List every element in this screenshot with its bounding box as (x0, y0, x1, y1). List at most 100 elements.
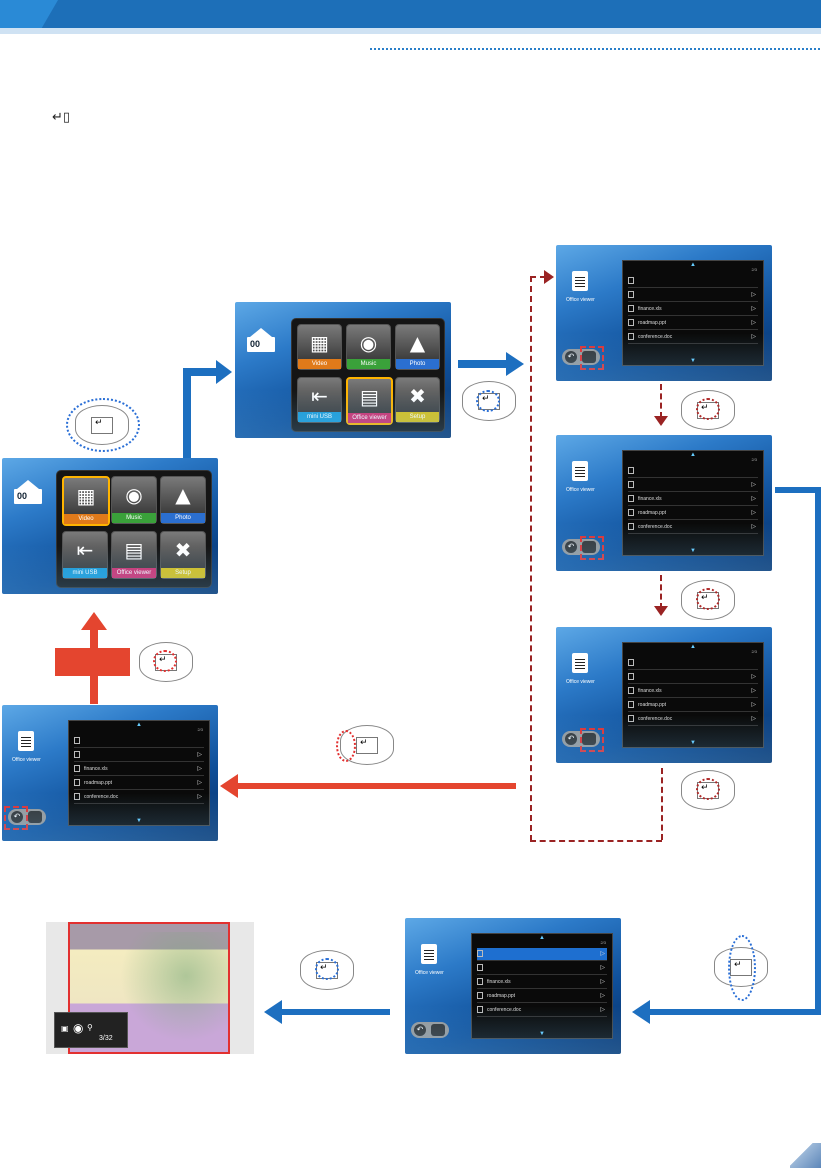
list-item[interactable]: finance.xls▷ (628, 303, 758, 316)
home-screen-office: ▦Video ◉Music ▲Photo ⇤mini USB ▤Office v… (235, 302, 451, 438)
tile-photo[interactable]: ▲Photo (395, 324, 440, 370)
list-item[interactable]: ▷ (628, 671, 758, 684)
file-name: roadmap.ppt (84, 780, 113, 786)
toolbox-icon: ✖ (409, 384, 426, 408)
list-item[interactable]: roadmap.ppt▷ (74, 777, 204, 790)
file-icon (477, 992, 483, 999)
list-item[interactable]: ▷ (477, 962, 607, 975)
list-item-folder[interactable] (74, 735, 204, 748)
list-item[interactable]: conference.doc▷ (477, 1004, 607, 1017)
tile-music[interactable]: ◉Music (111, 476, 157, 524)
tile-mini-usb[interactable]: ⇤mini USB (297, 377, 342, 423)
magnifier-icon[interactable]: ⚲ (87, 1023, 93, 1032)
file-name: finance.xls (84, 766, 108, 772)
tile-label: Office viewer (348, 413, 391, 423)
scroll-down-icon[interactable]: ▼ (136, 818, 142, 824)
list-item[interactable]: ▷ (628, 479, 758, 492)
list-item[interactable]: roadmap.ppt▷ (628, 699, 758, 712)
film-icon: ▦ (310, 331, 329, 355)
file-count: 2/3 (197, 727, 203, 732)
file-name: finance.xls (638, 688, 662, 694)
source-buttons: ↶ (411, 1022, 449, 1038)
dpad-icon[interactable]: ◉ (73, 1021, 84, 1035)
arrowhead (654, 416, 668, 426)
film-icon: ▦ (76, 484, 96, 508)
list-item[interactable]: conference.doc▷ (628, 713, 758, 726)
scroll-down-icon[interactable]: ▼ (690, 358, 696, 364)
card-source-icon[interactable] (28, 811, 42, 823)
usb-source-icon[interactable] (582, 733, 596, 745)
tile-office-viewer[interactable]: ▤Office viewer (111, 531, 157, 579)
sd-source-icon[interactable] (582, 541, 596, 553)
list-item[interactable]: finance.xls▷ (628, 493, 758, 506)
file-icon (74, 779, 80, 786)
list-item[interactable]: ▷ (74, 749, 204, 762)
highlight-ring (66, 398, 140, 452)
disc-icon: ◉ (359, 331, 378, 355)
list-item[interactable]: ▷ (628, 289, 758, 302)
list-item[interactable]: roadmap.ppt▷ (628, 317, 758, 330)
sd-source-icon[interactable] (431, 1024, 445, 1036)
card-source-icon[interactable] (582, 351, 596, 363)
zoom-icon[interactable]: ▣ (61, 1024, 69, 1033)
header-bar (0, 0, 821, 28)
file-icon (628, 305, 634, 312)
list-item[interactable]: finance.xls▷ (628, 685, 758, 698)
back-icon[interactable]: ↶ (565, 733, 577, 745)
list-item[interactable]: conference.doc▷ (628, 521, 758, 534)
scroll-up-icon[interactable]: ▲ (690, 644, 696, 650)
source-buttons: ↶ (562, 731, 600, 747)
tile-video[interactable]: ▦Video (62, 476, 110, 526)
highlight-ring (696, 398, 720, 420)
file-icon (628, 509, 634, 516)
back-icon[interactable]: ↶ (565, 541, 577, 553)
back-icon[interactable]: ↶ (414, 1024, 426, 1036)
play-icon: ▷ (600, 951, 605, 957)
list-item[interactable]: conference.doc▷ (628, 331, 758, 344)
main-menu-panel: ▦Video ◉Music ▲Photo ⇤mini USB ▤Office v… (291, 318, 445, 432)
list-item[interactable]: roadmap.ppt▷ (477, 990, 607, 1003)
scroll-down-icon[interactable]: ▼ (690, 740, 696, 746)
scroll-down-icon[interactable]: ▼ (690, 548, 696, 554)
file-list-panel: ▲ 2/3 ▷ finance.xls▷ roadmap.ppt▷ confer… (68, 720, 210, 826)
tile-setup[interactable]: ✖Setup (395, 377, 440, 423)
play-icon: ▷ (751, 496, 756, 502)
scroll-up-icon[interactable]: ▲ (690, 452, 696, 458)
file-icon (74, 751, 80, 758)
list-item[interactable]: conference.doc▷ (74, 791, 204, 804)
loop-line (530, 276, 532, 841)
list-item-folder[interactable] (628, 465, 758, 478)
page-counter: 3/32 (99, 1035, 113, 1042)
back-icon[interactable]: ↶ (11, 811, 23, 823)
tile-office-viewer[interactable]: ▤Office viewer (346, 377, 393, 425)
tile-music[interactable]: ◉Music (346, 324, 391, 370)
play-icon: ▷ (751, 320, 756, 326)
list-item-folder[interactable] (628, 275, 758, 288)
tile-setup[interactable]: ✖Setup (160, 531, 206, 579)
file-icon (628, 673, 634, 680)
list-item-folder[interactable]: ▷ (477, 948, 607, 961)
exit-button[interactable] (55, 648, 130, 676)
scroll-up-icon[interactable]: ▲ (690, 262, 696, 268)
list-item[interactable]: finance.xls▷ (74, 763, 204, 776)
back-icon[interactable]: ↶ (565, 351, 577, 363)
scroll-up-icon[interactable]: ▲ (136, 722, 142, 728)
highlight-ring (315, 958, 339, 980)
folder-icon (628, 659, 634, 666)
document-viewer: ▣ ◉ ⚲ 3/32 (46, 922, 254, 1054)
list-item[interactable]: finance.xls▷ (477, 976, 607, 989)
tile-video[interactable]: ▦Video (297, 324, 342, 370)
play-icon: ▷ (197, 794, 202, 800)
document-icon (572, 271, 588, 291)
folder-icon (74, 737, 80, 744)
file-icon (477, 978, 483, 985)
tile-mini-usb[interactable]: ⇤mini USB (62, 531, 108, 579)
disc-icon: ◉ (125, 483, 143, 507)
scroll-down-icon[interactable]: ▼ (539, 1031, 545, 1037)
arrowhead (654, 606, 668, 616)
list-item[interactable]: roadmap.ppt▷ (628, 507, 758, 520)
tile-photo[interactable]: ▲Photo (160, 476, 206, 524)
scroll-up-icon[interactable]: ▲ (539, 935, 545, 941)
folder-icon (477, 950, 483, 957)
list-item-folder[interactable] (628, 657, 758, 670)
